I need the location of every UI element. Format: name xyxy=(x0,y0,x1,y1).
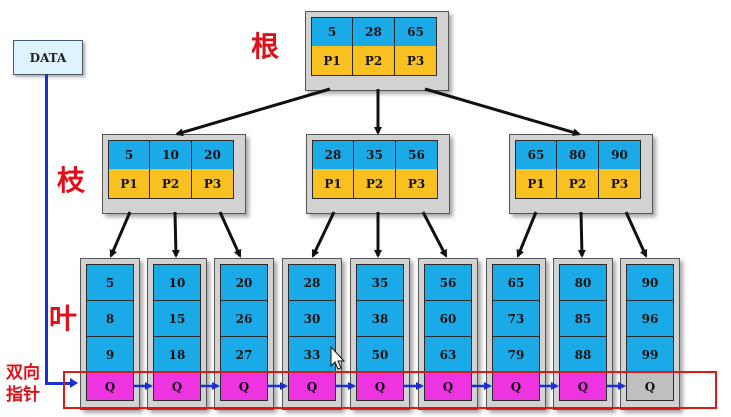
leaf-key: 65 xyxy=(492,264,540,301)
branch-to-leaf-arrow xyxy=(421,211,448,258)
leaf-node-5: 35 38 50 Q xyxy=(350,258,410,410)
branch-level-label: 枝 xyxy=(57,164,86,197)
leaf-key: 60 xyxy=(424,300,472,337)
leaf-key: 79 xyxy=(492,336,540,373)
leaf-link-cell: Q xyxy=(424,372,472,401)
leaf-key: 18 xyxy=(153,336,201,373)
leaf-node-7: 65 73 79 Q xyxy=(486,258,546,410)
leaf-key: 20 xyxy=(220,264,268,301)
branch-pointer: P3 xyxy=(599,169,641,199)
leaf-key: 5 xyxy=(86,264,134,301)
leaf-link-cell-last: Q xyxy=(626,372,674,401)
data-pointer-arrowhead xyxy=(70,378,78,388)
data-pointer-line xyxy=(45,74,48,385)
root-pointer: P1 xyxy=(311,46,353,76)
leaf-key: 85 xyxy=(559,300,607,337)
root-pointer: P2 xyxy=(353,46,395,76)
leaf-key: 8 xyxy=(86,300,134,337)
leaf-link-cell: Q xyxy=(220,372,268,401)
leaf-node-9: 90 96 99 Q xyxy=(620,258,680,410)
leaf-link-cell: Q xyxy=(492,372,540,401)
link-label-line2: 指针 xyxy=(6,385,40,405)
branch-key: 65 xyxy=(515,140,557,170)
data-pointer-line-horizontal xyxy=(45,382,73,385)
branch-to-leaf-arrow xyxy=(218,211,242,258)
branch-key: 28 xyxy=(312,140,354,170)
leaf-key: 50 xyxy=(356,336,404,373)
leaf-level-label: 叶 xyxy=(49,302,78,335)
leaf-node-2: 10 15 18 Q xyxy=(147,258,207,410)
leaf-key: 27 xyxy=(220,336,268,373)
branch-pointer: P2 xyxy=(557,169,599,199)
leaf-key: 96 xyxy=(626,300,674,337)
leaf-key: 10 xyxy=(153,264,201,301)
leaf-node-6: 56 60 63 Q xyxy=(418,258,478,410)
leaf-link-highlight-box xyxy=(63,371,717,409)
root-key: 5 xyxy=(311,17,353,47)
branch-to-leaf-arrow xyxy=(311,211,336,258)
leaf-link-cell: Q xyxy=(153,372,201,401)
leaf-node-1: 5 8 9 Q xyxy=(80,258,140,410)
branch-key: 90 xyxy=(599,140,641,170)
leaf-key: 99 xyxy=(626,336,674,373)
branch-to-leaf-arrow xyxy=(109,211,132,258)
leaf-key: 38 xyxy=(356,300,404,337)
link-label-line1: 双向 xyxy=(6,363,40,383)
root-key: 28 xyxy=(353,17,395,47)
leaf-key: 90 xyxy=(626,264,674,301)
branch-pointer: P2 xyxy=(354,169,396,199)
branch-pointer: P3 xyxy=(396,169,438,199)
branch-pointer: P2 xyxy=(150,169,192,199)
leaf-key: 56 xyxy=(424,264,472,301)
branch-to-leaf-arrow xyxy=(516,211,538,258)
leaf-node-4: 28 30 33 Q xyxy=(282,258,342,410)
branch-node-2: 28 35 56 P1 P2 P3 xyxy=(306,134,450,214)
data-box: DATA xyxy=(13,40,83,75)
leaf-key: 9 xyxy=(86,336,134,373)
branch-node-1: 5 10 20 P1 P2 P3 xyxy=(102,134,246,214)
branch-key: 80 xyxy=(557,140,599,170)
root-to-branch-arrow xyxy=(175,87,331,137)
leaf-key: 26 xyxy=(220,300,268,337)
root-node: 5 28 65 P1 P2 P3 xyxy=(305,11,449,91)
leaf-key: 73 xyxy=(492,300,540,337)
branch-to-leaf-arrow xyxy=(624,211,648,258)
mouse-cursor-icon xyxy=(330,345,346,370)
leaf-node-8: 80 85 88 Q xyxy=(553,258,613,410)
leaf-link-cell: Q xyxy=(356,372,404,401)
root-to-branch-arrow xyxy=(424,87,581,137)
leaf-link-cell: Q xyxy=(288,372,336,401)
branch-pointer: P3 xyxy=(192,169,234,199)
branch-to-leaf-arrow xyxy=(577,211,586,258)
root-pointer: P3 xyxy=(395,46,437,76)
leaf-key: 63 xyxy=(424,336,472,373)
branch-key: 35 xyxy=(354,140,396,170)
branch-pointer: P1 xyxy=(515,169,557,199)
branch-pointer: P1 xyxy=(108,169,150,199)
root-level-label: 根 xyxy=(251,30,280,63)
branch-pointer: P1 xyxy=(312,169,354,199)
branch-to-leaf-arrow xyxy=(171,211,180,258)
leaf-key: 88 xyxy=(559,336,607,373)
data-label: DATA xyxy=(29,50,67,65)
leaf-node-3: 20 26 27 Q xyxy=(214,258,274,410)
branch-node-3: 65 80 90 P1 P2 P3 xyxy=(509,134,653,214)
